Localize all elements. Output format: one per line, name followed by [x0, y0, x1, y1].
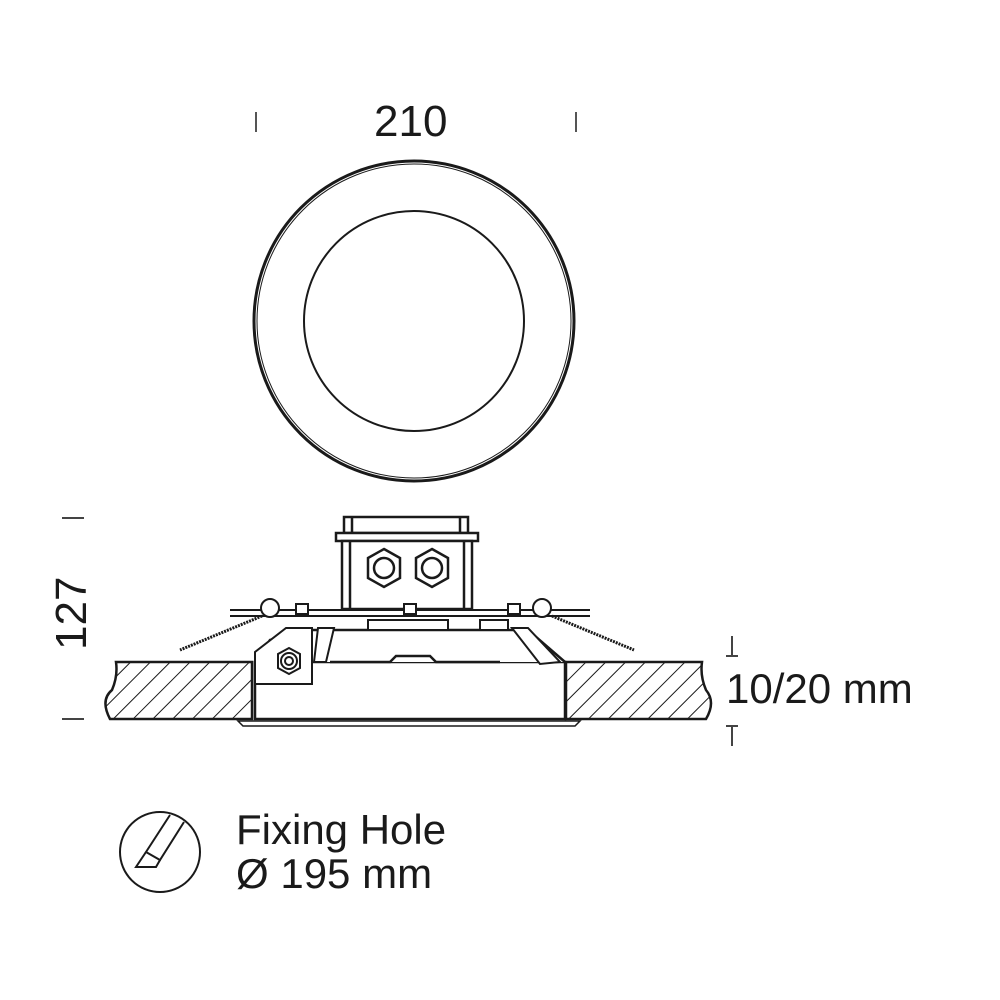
fixing-hole-title: Fixing Hole: [236, 806, 447, 853]
ceiling-dimension-ticks: [726, 636, 738, 746]
width-dimension-ticks: [255, 112, 577, 132]
height-dimension-label: 127: [47, 576, 96, 650]
ceiling-thickness-label: 10/20 mm: [726, 665, 913, 712]
height-dimension-ticks: [62, 517, 84, 720]
junction-box: [334, 515, 480, 611]
width-dimension-label: 210: [374, 97, 448, 146]
fixing-hole-diameter: Ø 195 mm: [236, 850, 433, 897]
top-view: [252, 159, 576, 483]
fixing-hole-info: Fixing Hole Ø 195 mm: [236, 808, 446, 896]
cutter-blade-icon: [119, 811, 201, 893]
mounting-springs: [179, 598, 635, 685]
ceiling-section: [104, 660, 713, 721]
